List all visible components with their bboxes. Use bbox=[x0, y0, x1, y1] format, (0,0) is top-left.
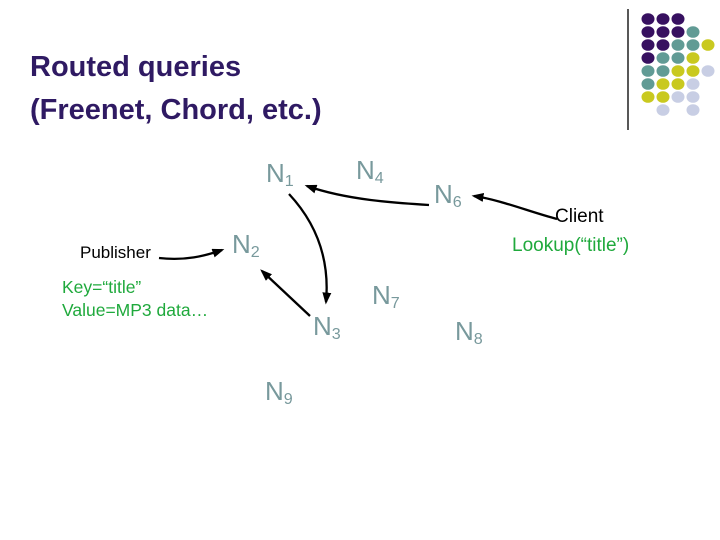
publisher-label: Publisher bbox=[80, 243, 151, 262]
published-keyvalue-label: Key=“title” Value=MP3 data… bbox=[62, 276, 208, 321]
node-label-n6: N6 bbox=[434, 179, 462, 212]
decorative-dot bbox=[686, 52, 700, 64]
decorative-dot bbox=[641, 52, 655, 64]
decorative-dot bbox=[656, 52, 670, 64]
decorative-dot bbox=[656, 13, 670, 25]
decorative-dot bbox=[671, 78, 685, 90]
decorative-dot bbox=[656, 39, 670, 51]
decorative-dot bbox=[641, 26, 655, 38]
publish-value-line: Value=MP3 data… bbox=[62, 299, 209, 320]
query-route-arrows bbox=[158, 184, 558, 317]
publish-key-line: Key=“title” bbox=[62, 277, 142, 297]
decorative-dot bbox=[656, 104, 670, 116]
decorative-dot bbox=[686, 91, 700, 103]
decorative-dot bbox=[641, 78, 655, 90]
decorative-dot bbox=[656, 78, 670, 90]
decorative-dot bbox=[671, 65, 685, 77]
arrow-n3-to-n2 bbox=[260, 269, 311, 317]
decorative-dot bbox=[656, 26, 670, 38]
lookup-call-label: Lookup(“title”) bbox=[512, 235, 630, 256]
node-label-n2: N2 bbox=[232, 229, 260, 262]
decorative-dot bbox=[671, 26, 685, 38]
arrow-publisher-to-n2 bbox=[158, 248, 225, 261]
decorative-dot bbox=[686, 39, 700, 51]
decorative-dot bbox=[686, 65, 700, 77]
decorative-dot bbox=[641, 65, 655, 77]
decorative-dot bbox=[656, 65, 670, 77]
slide-title-line2: (Freenet, Chord, etc.) bbox=[30, 94, 322, 126]
arrow-n6-to-n1 bbox=[304, 184, 430, 207]
decorative-dot bbox=[686, 26, 700, 38]
decorative-dot bbox=[656, 91, 670, 103]
decorative-dot bbox=[671, 91, 685, 103]
decorative-dot bbox=[686, 104, 700, 116]
arrow-n1-to-n3 bbox=[288, 193, 332, 305]
decorative-dot bbox=[701, 39, 715, 51]
node-label-n7: N7 bbox=[372, 280, 400, 313]
node-label-n4: N4 bbox=[356, 155, 384, 188]
node-label-n1: N1 bbox=[266, 158, 294, 191]
decorative-dot bbox=[641, 91, 655, 103]
node-label-n9: N9 bbox=[265, 376, 293, 409]
slide-title: Routed queries (Freenet, Chord, etc.) bbox=[30, 46, 322, 132]
node-label-n8: N8 bbox=[455, 316, 483, 349]
decorative-dot bbox=[671, 13, 685, 25]
decorative-dots-pattern bbox=[641, 13, 715, 116]
decorative-dot bbox=[701, 65, 715, 77]
decorative-dot bbox=[671, 52, 685, 64]
node-label-n3: N3 bbox=[313, 311, 341, 344]
decorative-dot bbox=[641, 39, 655, 51]
client-label: Client bbox=[555, 206, 604, 227]
decorative-dot bbox=[671, 39, 685, 51]
slide-title-line1: Routed queries bbox=[30, 51, 242, 83]
arrow-client-to-n6 bbox=[471, 192, 558, 221]
decorative-dot bbox=[641, 13, 655, 25]
decorative-dot bbox=[686, 78, 700, 90]
